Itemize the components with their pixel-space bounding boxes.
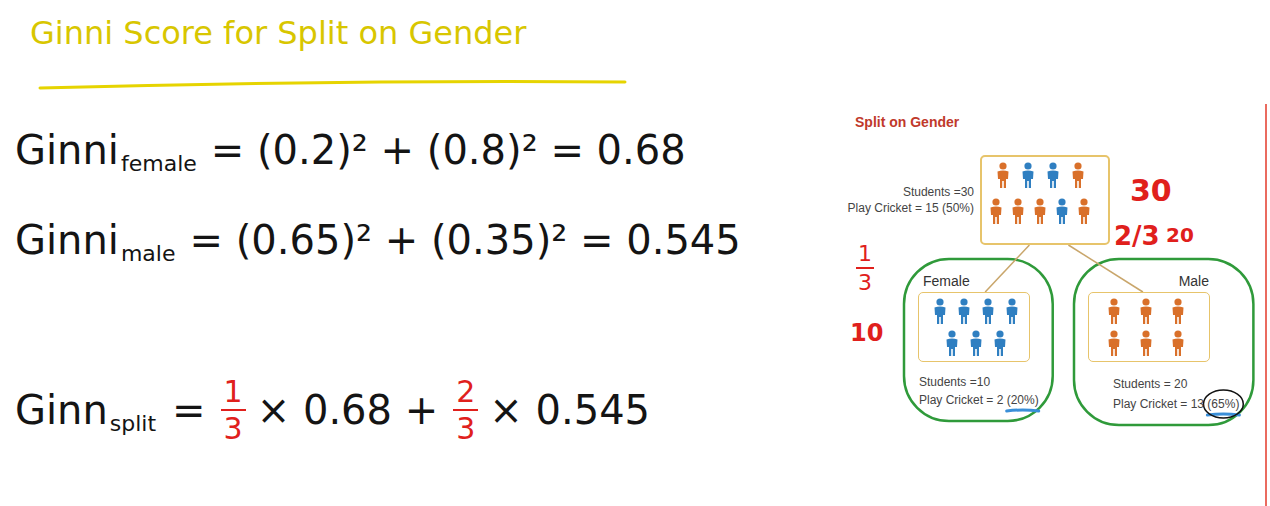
person-icon bbox=[1073, 162, 1084, 188]
fraction: 13 bbox=[224, 376, 243, 445]
formula-text: = bbox=[172, 387, 206, 433]
person-icon bbox=[1109, 330, 1120, 356]
node-text: Students =30 bbox=[903, 185, 974, 199]
person-icon bbox=[1035, 198, 1046, 224]
label-text: 1 bbox=[224, 376, 243, 408]
annotation-marks bbox=[904, 259, 1253, 425]
fraction-bar bbox=[221, 409, 246, 411]
person-icon bbox=[1023, 162, 1034, 188]
diagram-heading: Split on Gender bbox=[855, 114, 959, 130]
person-icon bbox=[991, 198, 1002, 224]
annotation-number: 20 bbox=[1166, 224, 1194, 247]
tree-branch bbox=[1068, 245, 1143, 292]
person-icon bbox=[983, 298, 994, 324]
person-icon bbox=[1079, 198, 1090, 224]
label-text: 2 bbox=[456, 376, 475, 408]
person-icon bbox=[959, 298, 970, 324]
female-box: FemaleStudents =10Play Cricket = 2 (20%) bbox=[918, 292, 1030, 362]
node-text: Play Cricket = 2 (20%) bbox=[919, 393, 1039, 407]
node-text: Students = 20 bbox=[1113, 377, 1187, 391]
title-underline bbox=[40, 82, 625, 88]
formula-text: Ginni bbox=[15, 217, 119, 263]
tree-branch bbox=[985, 245, 1029, 292]
person-icon bbox=[1013, 198, 1024, 224]
formula-subscript: female bbox=[121, 151, 197, 176]
node-text: Play Cricket = 15 (50%) bbox=[848, 201, 974, 215]
person-icon bbox=[935, 298, 946, 324]
page-title: Ginni Score for Split on Gender bbox=[30, 14, 526, 52]
panel-border bbox=[1265, 104, 1267, 506]
root-box: Students =30Play Cricket = 15 (50%) bbox=[980, 155, 1110, 245]
label-text: 3 bbox=[858, 271, 872, 294]
node-text: Play Cricket = 13 (65%) bbox=[1113, 397, 1239, 411]
male-box: MaleStudents = 20Play Cricket = 13 (65%) bbox=[1088, 292, 1210, 362]
formula-line: Ginnsplit=13× 0.68 +23× 0.545 bbox=[15, 370, 650, 450]
fraction: 23 bbox=[456, 376, 475, 445]
person-icon bbox=[1173, 298, 1184, 324]
label-text: 3 bbox=[456, 413, 475, 445]
formula-subscript: male bbox=[121, 241, 176, 266]
person-icon bbox=[1057, 198, 1068, 224]
label-text: 1 bbox=[858, 242, 872, 265]
formula-text: × 0.68 + bbox=[257, 387, 439, 433]
formula-text: = (0.65)² + (0.35)² = 0.545 bbox=[190, 217, 741, 263]
fraction-bar bbox=[453, 409, 478, 411]
formula-line: Ginnimale = (0.65)² + (0.35)² = 0.545 bbox=[15, 200, 741, 280]
formula-text: Ginn bbox=[15, 387, 108, 433]
formula-subscript: split bbox=[110, 411, 156, 436]
person-icon bbox=[1048, 162, 1059, 188]
person-icon bbox=[1141, 330, 1152, 356]
node-text: Students =10 bbox=[919, 375, 990, 389]
formula-text: Ginni bbox=[15, 127, 119, 173]
person-icon bbox=[971, 330, 982, 356]
annotation-number: 2/3 bbox=[1114, 222, 1160, 252]
node-heading: Female bbox=[923, 273, 970, 289]
person-icon bbox=[1173, 330, 1184, 356]
formula-text: × 0.545 bbox=[489, 387, 650, 433]
highlight-ring bbox=[1074, 259, 1253, 425]
fraction: 13 bbox=[858, 242, 872, 294]
person-icon bbox=[1141, 298, 1152, 324]
annotation-number: 10 bbox=[850, 320, 883, 348]
label-text: 3 bbox=[224, 413, 243, 445]
person-icon bbox=[1109, 298, 1120, 324]
person-icon bbox=[995, 330, 1006, 356]
annotation-number: 30 bbox=[1130, 174, 1172, 209]
highlight-ring bbox=[904, 259, 1053, 421]
blue-underline bbox=[1007, 410, 1039, 411]
formula-line: Ginnifemale = (0.2)² + (0.8)² = 0.68 bbox=[15, 110, 686, 190]
person-icon bbox=[1007, 298, 1018, 324]
formula-text: = (0.2)² + (0.8)² = 0.68 bbox=[211, 127, 686, 173]
node-heading: Male bbox=[1179, 273, 1209, 289]
person-icon bbox=[998, 162, 1009, 188]
fraction-bar bbox=[856, 267, 874, 269]
person-icon bbox=[947, 330, 958, 356]
